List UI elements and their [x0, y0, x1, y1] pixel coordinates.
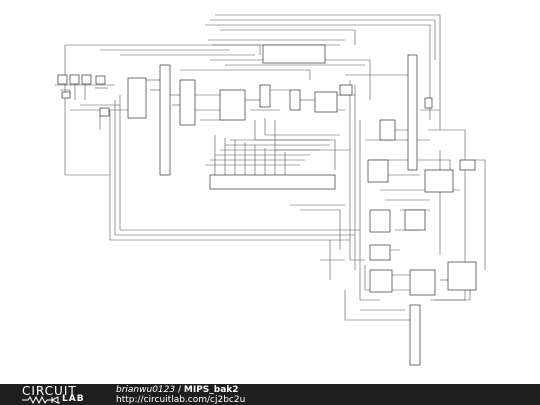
- mux-block: [259, 84, 271, 108]
- logo-circuit-text: CIRCUIT: [22, 384, 77, 398]
- logic-block: [95, 75, 106, 85]
- components: [57, 44, 477, 366]
- footer-bar: CIRCUIT LAB brianwu0123 / MIPS_bak2 http…: [0, 384, 540, 405]
- logic-block: [459, 159, 476, 171]
- register-block: [57, 74, 68, 85]
- logic-block: [61, 91, 71, 99]
- pipeline-register: [409, 304, 421, 366]
- circuit-meta: brianwu0123 / MIPS_bak2: [116, 385, 239, 395]
- meta-separator: /: [177, 385, 182, 395]
- logic-block: [367, 159, 389, 183]
- logic-block: [404, 209, 426, 231]
- control-block: [179, 79, 196, 126]
- logic-block: [369, 269, 393, 293]
- bus-block: [209, 174, 336, 190]
- logic-block: [424, 169, 454, 193]
- register-block: [69, 74, 80, 85]
- mux-block: [289, 89, 301, 111]
- pipeline-register: [407, 54, 418, 171]
- register-block: [81, 74, 92, 85]
- logic-block: [379, 119, 396, 141]
- logic-block: [339, 84, 353, 96]
- alu-block: [314, 91, 338, 113]
- logic-block: [447, 261, 477, 291]
- circuitlab-logo[interactable]: CIRCUIT LAB: [22, 385, 94, 404]
- author-link[interactable]: brianwu0123: [116, 385, 176, 395]
- top-unit: [262, 44, 326, 64]
- schematic-diagram: [55, 14, 486, 366]
- logic-block: [369, 244, 391, 261]
- mux-block: [424, 97, 433, 109]
- logo-lab-text: LAB: [62, 394, 85, 404]
- logic-block: [409, 269, 436, 296]
- alu-block: [219, 89, 246, 121]
- circuit-title[interactable]: MIPS_bak2: [183, 385, 239, 395]
- register-file: [159, 64, 171, 176]
- resistor-icon: [22, 396, 60, 404]
- schematic-canvas[interactable]: [0, 0, 540, 384]
- logic-block: [99, 107, 110, 117]
- memory-block: [127, 77, 147, 119]
- logic-block: [369, 209, 391, 233]
- circuit-url[interactable]: http://circuitlab.com/cj2bc2u: [116, 395, 246, 405]
